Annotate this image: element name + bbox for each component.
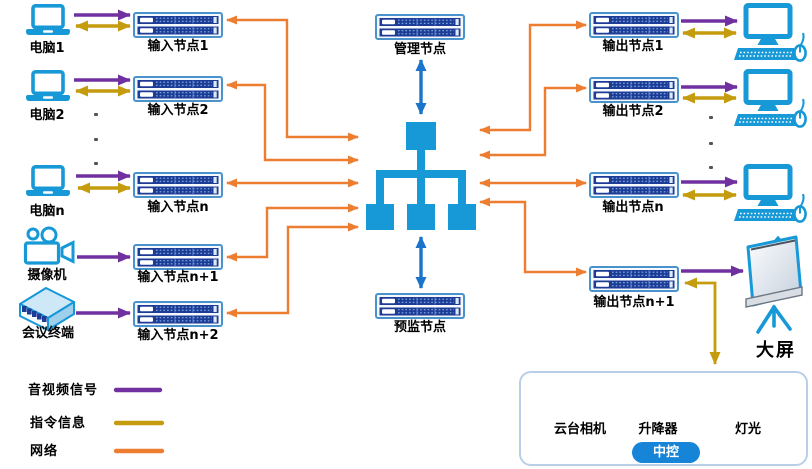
av-signal-arrows-left xyxy=(74,9,131,319)
net-link-input-1 xyxy=(226,15,359,142)
net-link-output-1 xyxy=(479,20,587,135)
server-icon xyxy=(589,172,679,198)
laptop-icon xyxy=(24,4,72,37)
label-input-node-n: 输入节点n xyxy=(147,200,209,215)
central-control-badge: 中控 xyxy=(632,442,700,463)
cmd-link-control-box xyxy=(684,277,721,365)
label-output-node-n1: 输出节点n+1 xyxy=(593,295,675,310)
desktop-computer-icon xyxy=(734,6,806,61)
network-links-output xyxy=(479,20,587,277)
server-icon xyxy=(133,244,223,270)
label-pc1: 电脑1 xyxy=(29,41,65,56)
net-link-input-2 xyxy=(226,80,359,165)
label-input-node-1: 输入节点1 xyxy=(147,39,209,54)
legend-label-command: 指令信息 xyxy=(30,416,87,431)
server-icon xyxy=(589,12,679,38)
desktop-computer-icon xyxy=(734,72,806,127)
label-output-node-1: 输出节点1 xyxy=(602,39,664,54)
label-output-node-2: 输出节点2 xyxy=(602,104,664,119)
server-icon xyxy=(133,301,223,327)
server-icon xyxy=(589,77,679,103)
ellipsis-dot xyxy=(94,162,98,165)
server-icon xyxy=(375,14,465,40)
server-icon xyxy=(589,266,679,292)
laptop-icon xyxy=(24,70,72,103)
label-big-screen: 大屏 xyxy=(756,340,796,361)
label-input-node-2: 输入节点2 xyxy=(147,103,209,118)
ellipsis-dot xyxy=(709,142,713,145)
ellipsis-dot xyxy=(709,116,713,119)
label-preview-node: 预监节点 xyxy=(393,320,446,335)
legend-label-network: 网络 xyxy=(30,444,59,459)
ellipsis-dot xyxy=(94,138,98,141)
av-signal-arrows-right xyxy=(681,15,744,277)
network-switch-tree-icon xyxy=(366,122,476,230)
desktop-computer-icon xyxy=(734,167,806,222)
label-lifter: 升降器 xyxy=(638,422,678,437)
label-pc2: 电脑2 xyxy=(29,108,65,123)
server-icon xyxy=(133,172,223,198)
legend-lines xyxy=(113,387,165,454)
network-links-input xyxy=(226,15,359,318)
net-link-input-n1 xyxy=(226,203,359,262)
label-light: 灯光 xyxy=(734,422,761,437)
server-icon xyxy=(133,12,223,38)
net-link-output-2 xyxy=(479,83,587,160)
label-pcn: 电脑n xyxy=(29,204,65,219)
video-camera-icon xyxy=(23,226,75,265)
command-arrows-left xyxy=(75,20,131,194)
projection-screen-icon xyxy=(745,235,803,334)
ellipsis-dot xyxy=(94,113,98,116)
label-output-node-n: 输出节点n xyxy=(602,200,664,215)
server-icon xyxy=(133,76,223,102)
label-ptz-camera: 云台相机 xyxy=(553,422,606,437)
legend-label-av-signal: 音视频信号 xyxy=(28,383,99,398)
label-management-node: 管理节点 xyxy=(393,42,446,57)
label-conference: 会议终端 xyxy=(21,326,74,341)
command-arrows-right xyxy=(682,27,737,201)
laptop-icon xyxy=(24,165,72,198)
server-icon xyxy=(375,293,465,319)
conference-terminal-icon xyxy=(19,287,75,331)
label-input-node-n1: 输入节点n+1 xyxy=(137,270,219,285)
ellipsis-dot xyxy=(709,166,713,169)
label-camera: 摄像机 xyxy=(27,268,67,283)
net-link-input-n2 xyxy=(226,222,359,318)
label-input-node-n2: 输入节点n+2 xyxy=(137,328,219,343)
net-link-output-n1 xyxy=(479,197,587,277)
